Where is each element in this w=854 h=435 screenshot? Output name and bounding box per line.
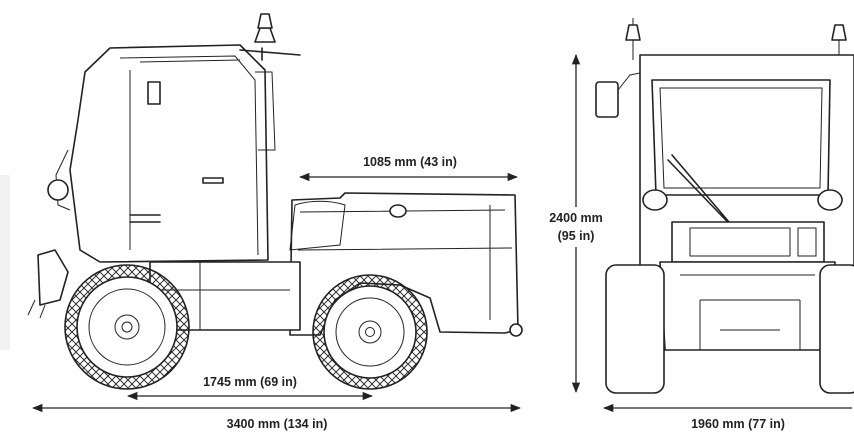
front-right-tire: [819, 264, 854, 394]
front-light: [47, 179, 69, 201]
front-wheel: [64, 264, 190, 390]
dimension-overall-length: 3400 mm (134 in): [31, 403, 522, 431]
side-view-vehicle: [0, 13, 523, 390]
front-panel: [671, 221, 825, 263]
wheelbase-label: 1745 mm (69 in): [203, 375, 297, 389]
front-mirror: [595, 81, 619, 118]
left-edge-panel: [0, 175, 10, 350]
dimension-rear-overhang: 1085 mm (43 in): [298, 155, 519, 182]
overall-length-label: 3400 mm (134 in): [227, 417, 328, 431]
front-attachment: [37, 249, 69, 306]
width-label: 1960 mm (77 in): [691, 417, 785, 431]
side-mirror: [147, 81, 161, 105]
height-label-line1: 2400 mm: [549, 211, 603, 225]
height-label-line2: (95 in): [558, 229, 595, 243]
door-handle: [202, 177, 224, 184]
front-left-tire: [605, 264, 665, 394]
rear-beacon-light: [389, 204, 407, 218]
cab: [69, 44, 269, 263]
dimension-wheelbase: 1745 mm (69 in): [126, 375, 374, 401]
front-left-beacon: [625, 24, 641, 41]
headlight-right: [817, 189, 843, 211]
roof-beacon: [254, 27, 276, 43]
dimension-width: 1960 mm (77 in): [602, 403, 852, 431]
front-right-beacon: [831, 24, 847, 41]
rear-overhang-label: 1085 mm (43 in): [363, 155, 457, 169]
dimension-height: 2400 mm (95 in): [540, 53, 612, 394]
windshield: [651, 79, 831, 196]
rear-wheel: [312, 274, 428, 390]
front-view-vehicle: [595, 18, 854, 394]
headlight-left: [642, 189, 668, 211]
